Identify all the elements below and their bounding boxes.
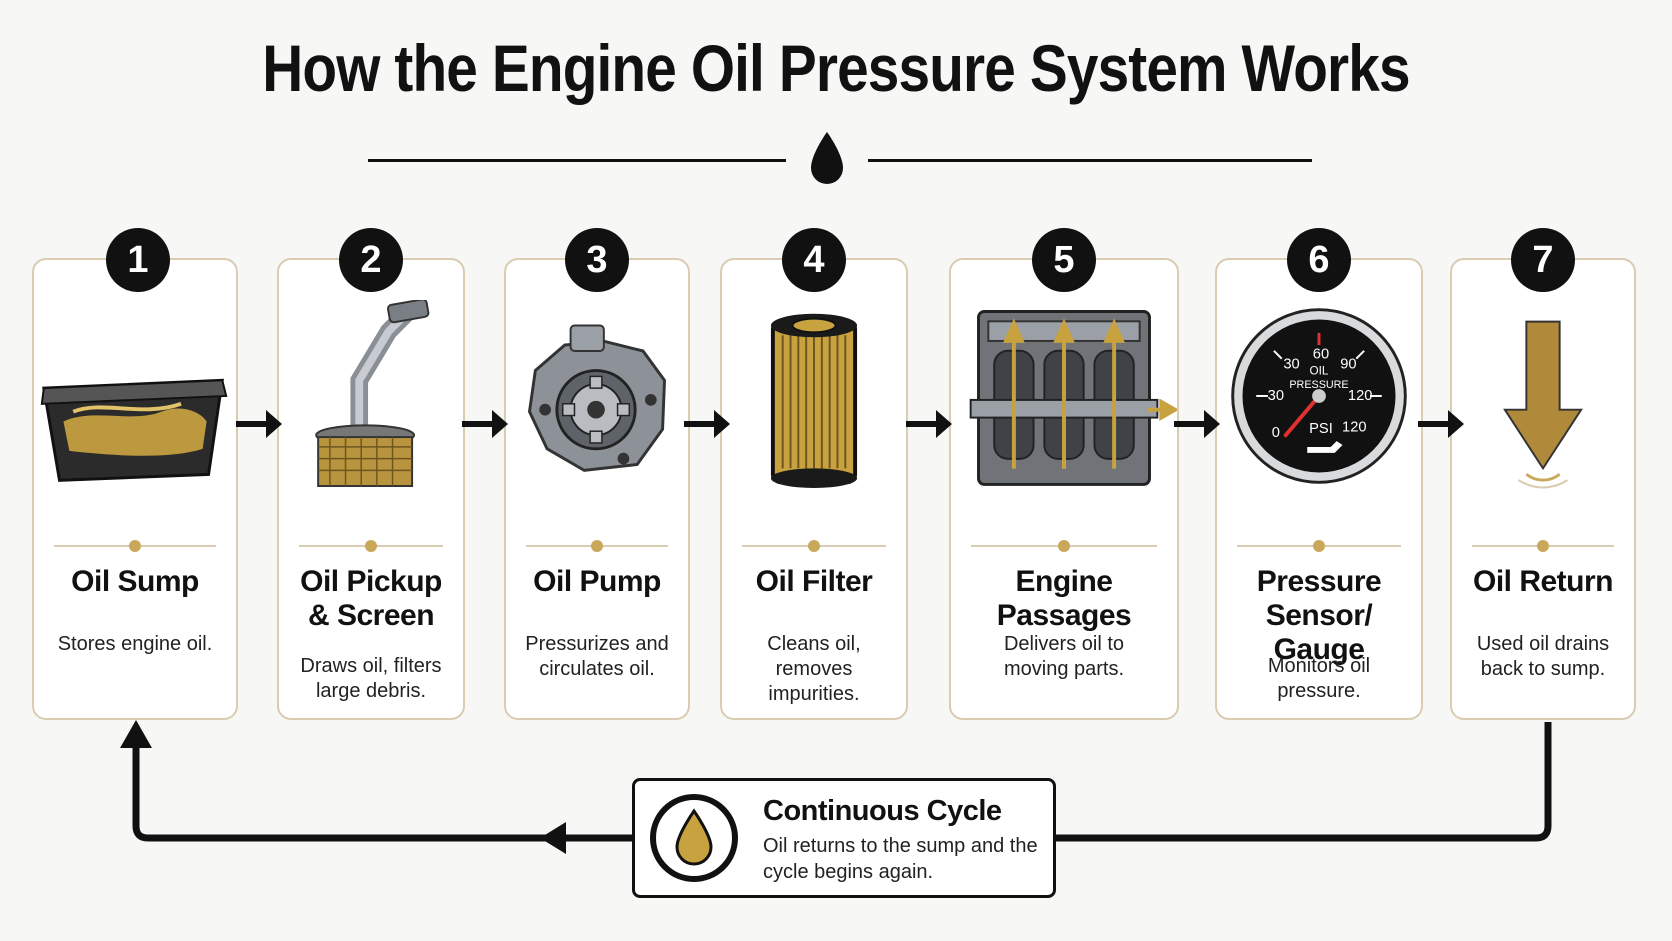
- step-card-7: Oil Return Used oil drains back to sump.: [1450, 258, 1636, 720]
- step-title: Engine Passages: [996, 565, 1132, 632]
- step-number-badge: 5: [1032, 228, 1096, 292]
- step-title: Oil Filter: [755, 565, 873, 598]
- oil-pump-icon: [527, 324, 667, 472]
- down-arrow-icon: [1503, 320, 1583, 489]
- arrow-right-icon: [1174, 410, 1220, 438]
- oil-can-icon: [1307, 441, 1343, 453]
- step-desc: Draws oil, filters large debris.: [300, 655, 442, 702]
- arrow-right-icon: [1418, 410, 1464, 438]
- pressure-gauge-icon: 0 30 30 60 90 120 120 OIL PRESSURE PSI: [1231, 308, 1407, 484]
- step-title: Oil Return: [1472, 565, 1614, 598]
- gauge-tick: 90: [1340, 357, 1356, 373]
- gauge-tick: 60: [1313, 347, 1329, 363]
- step-title: Oil Pickup & Screen: [300, 565, 442, 632]
- gauge-tick: 0: [1272, 425, 1280, 441]
- step-desc: Delivers oil to moving parts.: [1003, 633, 1125, 680]
- step-number-badge: 3: [565, 228, 629, 292]
- oil-sump-icon: [40, 378, 228, 482]
- step-number-badge: 1: [106, 228, 170, 292]
- continuous-cycle-box: Continuous Cycle Oil returns to the sump…: [632, 778, 1056, 898]
- step-desc: Stores engine oil.: [57, 633, 213, 655]
- gauge-label: OIL: [1310, 364, 1329, 377]
- step-card-6: 0 30 30 60 90 120 120 OIL PRESSURE PSI P…: [1215, 258, 1423, 720]
- cycle-title: Continuous Cycle: [763, 795, 1002, 827]
- arrow-right-icon: [236, 410, 282, 438]
- gauge-label: PRESSURE: [1289, 379, 1348, 391]
- step-card-5: Engine Passages Delivers oil to moving p…: [949, 258, 1179, 720]
- step-title: Oil Pump: [533, 565, 661, 598]
- gauge-tick: 30: [1283, 357, 1299, 373]
- arrow-right-icon: [462, 410, 508, 438]
- step-desc: Pressurizes and circulates oil.: [525, 633, 669, 680]
- gauge-tick: 120: [1342, 419, 1367, 435]
- step-number-badge: 7: [1511, 228, 1575, 292]
- arrow-right-icon: [906, 410, 952, 438]
- cycle-desc: Oil returns to the sump and the cycle be…: [763, 835, 1038, 883]
- engine-block-icon: [969, 310, 1177, 486]
- step-card-1: Oil Sump Stores engine oil.: [32, 258, 238, 720]
- step-number-badge: 2: [339, 228, 403, 292]
- oil-drop-icon: [811, 132, 843, 184]
- gauge-tick: 30: [1268, 388, 1284, 404]
- step-card-2: Oil Pickup & Screen Draws oil, filters l…: [277, 258, 465, 720]
- oil-pickup-icon: [315, 300, 430, 487]
- step-number-badge: 4: [782, 228, 846, 292]
- step-title: Pressure Sensor/ Gauge: [1256, 565, 1382, 666]
- gauge-unit: PSI: [1309, 421, 1333, 437]
- step-desc: Cleans oil, removes impurities.: [767, 633, 861, 705]
- oil-drop-icon: [650, 794, 738, 882]
- oil-filter-icon: [770, 313, 858, 488]
- step-title: Oil Sump: [71, 565, 199, 598]
- step-card-4: Oil Filter Cleans oil, removes impuritie…: [720, 258, 908, 720]
- step-desc: Used oil drains back to sump.: [1476, 633, 1610, 680]
- page-title: How the Engine Oil Pressure System Works: [262, 31, 1410, 105]
- title-divider-left: [368, 159, 786, 162]
- title-divider-right: [868, 159, 1312, 162]
- arrow-right-icon: [684, 410, 730, 438]
- gauge-tick: 120: [1348, 388, 1373, 404]
- step-card-3: Oil Pump Pressurizes and circulates oil.: [504, 258, 690, 720]
- step-number-badge: 6: [1287, 228, 1351, 292]
- step-desc: Monitors oil pressure.: [1267, 655, 1371, 702]
